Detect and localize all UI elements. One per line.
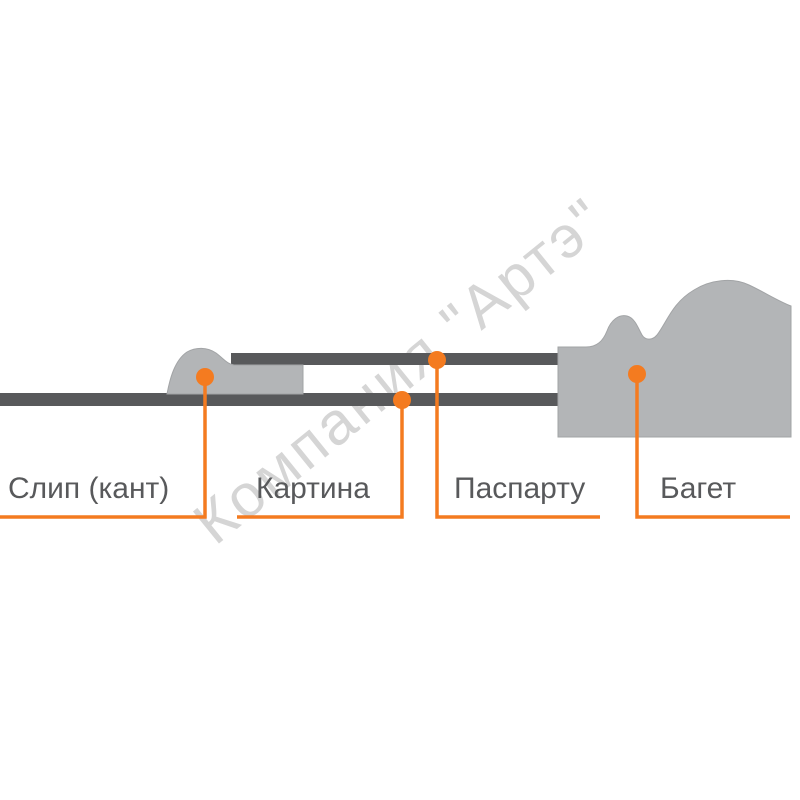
label-picture: Картина <box>256 472 370 505</box>
label-slip: Слип (кант) <box>8 472 170 505</box>
label-baguette: Багет <box>660 472 737 505</box>
slip-callout-dot <box>196 368 214 386</box>
baguette-callout-dot <box>628 365 646 383</box>
baguette-callout-line <box>635 374 790 519</box>
picture-layer-bar <box>0 393 574 406</box>
label-passepartout: Паспарту <box>454 472 586 505</box>
passepartout-callout-line <box>435 360 600 519</box>
slip-callout-line <box>0 377 207 519</box>
baguette-profile-shape <box>557 279 792 438</box>
picture-callout-dot <box>393 391 411 409</box>
passepartout-layer-bar <box>231 353 574 365</box>
passepartout-callout-dot <box>428 351 446 369</box>
picture-callout-line <box>237 400 404 519</box>
